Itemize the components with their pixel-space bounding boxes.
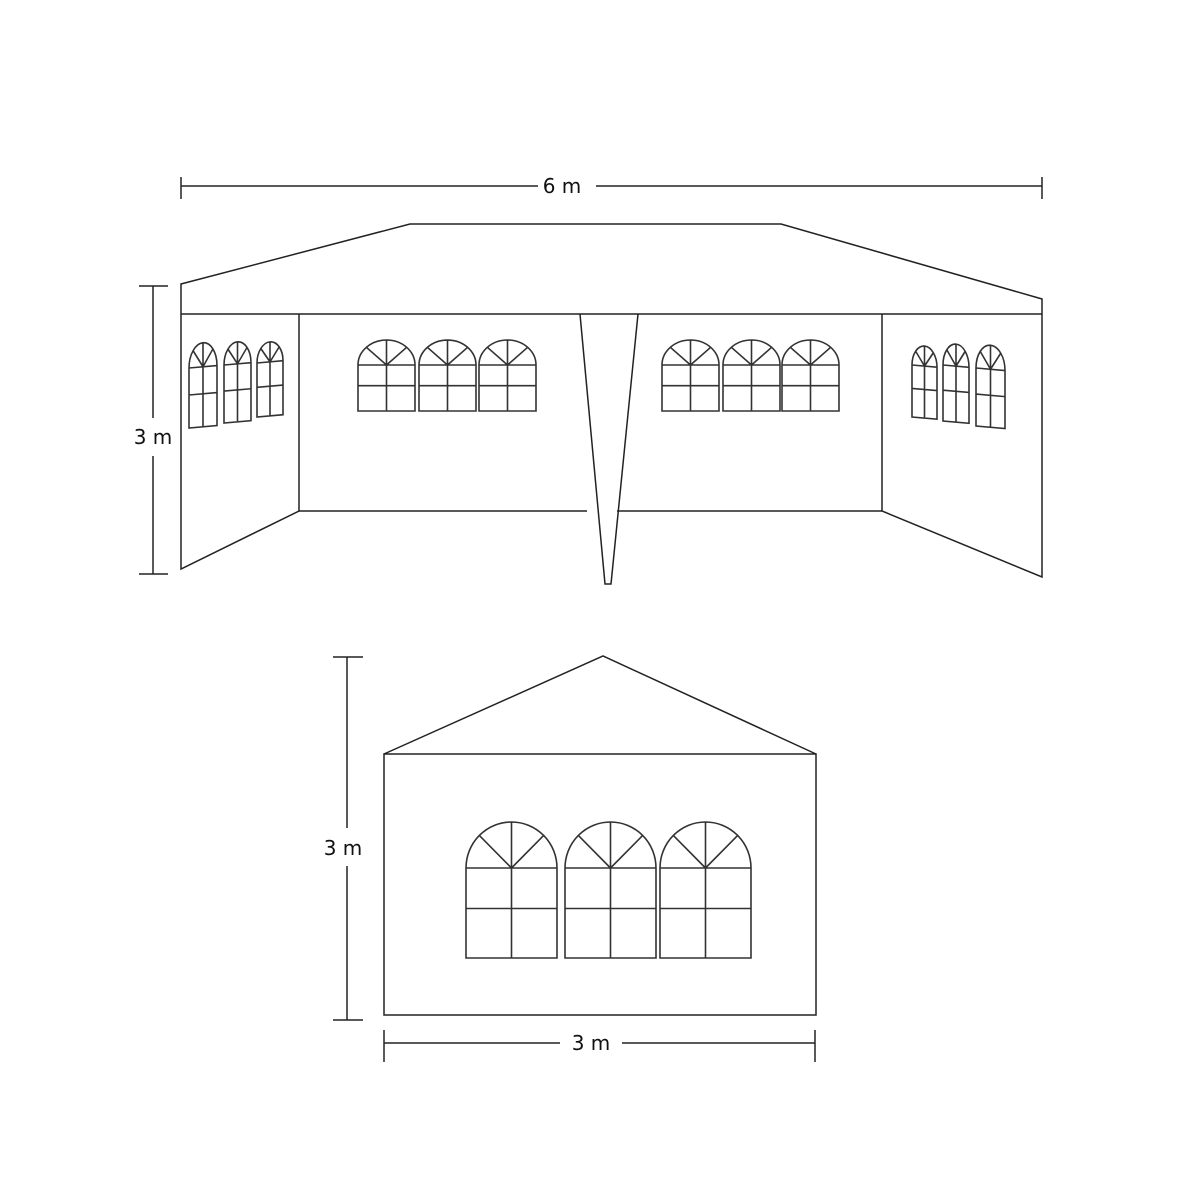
window-frame [661,339,720,412]
window-frame [188,341,218,429]
window-icon [781,339,840,412]
height-dimension-top: 3 m [134,285,173,575]
window-frame [911,345,938,421]
width-dimension-end: 3 m [383,1030,816,1062]
window-icon [418,339,477,412]
end-width-label: 3 m [572,1031,611,1055]
window-frame [478,339,537,412]
window-frame [357,339,416,412]
window-frame [465,821,558,959]
window-icon [357,339,416,412]
window-frame [256,341,284,418]
height-label: 3 m [134,425,173,449]
window-icon [661,339,720,412]
tent-windows [188,339,1006,430]
window-icon [478,339,537,412]
window-icon [942,343,970,425]
window-frame [942,343,970,425]
tent-end-view [383,655,817,1016]
window-icon [223,341,252,424]
window-icon [188,341,218,429]
window-icon [564,821,657,959]
window-icon [256,341,284,418]
width-dimension-6m: 6 m [180,174,1043,199]
window-frame [975,344,1006,430]
window-frame [418,339,477,412]
window-frame [223,341,252,424]
window-icon [722,339,781,412]
window-icon [911,345,938,421]
width-label: 6 m [543,174,582,198]
height-dimension-end: 3 m [324,656,363,1021]
tent-side-view [180,223,1043,585]
end-height-label: 3 m [324,836,363,860]
window-frame [781,339,840,412]
window-icon [465,821,558,959]
window-frame [659,821,752,959]
end-windows [465,821,752,959]
window-icon [659,821,752,959]
window-frame [722,339,781,412]
window-frame [564,821,657,959]
window-icon [975,344,1006,430]
